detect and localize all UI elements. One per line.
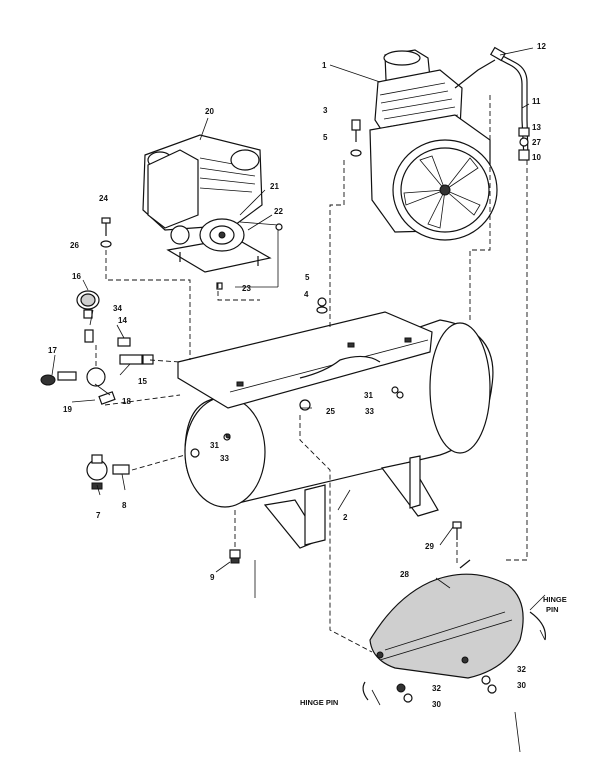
callout-12: 12 bbox=[537, 42, 546, 51]
callout-5-plate: 5 bbox=[305, 273, 310, 282]
callout-7: 7 bbox=[96, 511, 101, 520]
assembly-lines bbox=[95, 95, 528, 653]
callout-13: 13 bbox=[532, 123, 541, 132]
callout-33-front: 33 bbox=[220, 454, 229, 463]
callout-19: 19 bbox=[63, 405, 72, 414]
callout-25: 25 bbox=[326, 407, 335, 416]
callout-29: 29 bbox=[425, 542, 434, 551]
callout-23: 23 bbox=[242, 284, 251, 293]
callout-32-left: 32 bbox=[432, 684, 441, 693]
hinge-pin-left-label: HINGE PIN bbox=[300, 698, 338, 707]
hinge-pins bbox=[362, 611, 547, 701]
motor-hardware bbox=[100, 217, 283, 290]
hinge-pin-notes: HINGE PIN HINGE PIN bbox=[300, 595, 567, 707]
callout-30-left: 30 bbox=[432, 700, 441, 709]
callout-28: 28 bbox=[400, 570, 409, 579]
callout-10: 10 bbox=[532, 153, 541, 162]
callout-5-pump: 5 bbox=[323, 133, 328, 142]
callout-21: 21 bbox=[270, 182, 279, 191]
guard-hardware bbox=[225, 297, 497, 703]
callout-2: 2 bbox=[343, 513, 348, 522]
callout-24: 24 bbox=[99, 194, 108, 203]
pump-bolt bbox=[350, 119, 362, 157]
callout-30-right: 30 bbox=[517, 681, 526, 690]
callout-14: 14 bbox=[118, 316, 127, 325]
callout-20: 20 bbox=[205, 107, 214, 116]
callout-16: 16 bbox=[72, 272, 81, 281]
callout-34: 34 bbox=[113, 304, 122, 313]
leader-lines bbox=[51, 47, 546, 753]
callout-9: 9 bbox=[210, 573, 215, 582]
callout-4: 4 bbox=[304, 290, 309, 299]
callout-8: 8 bbox=[122, 501, 127, 510]
hinge-pin-right-label-line2: PIN bbox=[546, 605, 559, 614]
callout-18: 18 bbox=[122, 397, 131, 406]
callout-33-rear: 33 bbox=[365, 407, 374, 416]
motor-engine bbox=[142, 134, 279, 273]
gauge-and-valves bbox=[40, 290, 241, 564]
callout-31-rear: 31 bbox=[364, 391, 373, 400]
callout-22: 22 bbox=[274, 207, 283, 216]
callout-labels: 1 2 3 4 5 5 7 8 9 10 11 12 13 14 15 16 1… bbox=[48, 42, 546, 709]
air-tank bbox=[177, 311, 494, 549]
compressor-pump bbox=[369, 49, 498, 241]
callout-3: 3 bbox=[323, 106, 328, 115]
callout-26: 26 bbox=[70, 241, 79, 250]
callout-31-front: 31 bbox=[210, 441, 219, 450]
callout-27: 27 bbox=[532, 138, 541, 147]
callout-1: 1 bbox=[322, 61, 327, 70]
hinge-pin-right-label-line1: HINGE bbox=[543, 595, 567, 604]
callout-11: 11 bbox=[532, 97, 541, 106]
callout-17: 17 bbox=[48, 346, 57, 355]
callout-15: 15 bbox=[138, 377, 147, 386]
callout-32-right: 32 bbox=[517, 665, 526, 674]
belt-guard bbox=[369, 559, 524, 679]
discharge-tube bbox=[489, 46, 530, 161]
